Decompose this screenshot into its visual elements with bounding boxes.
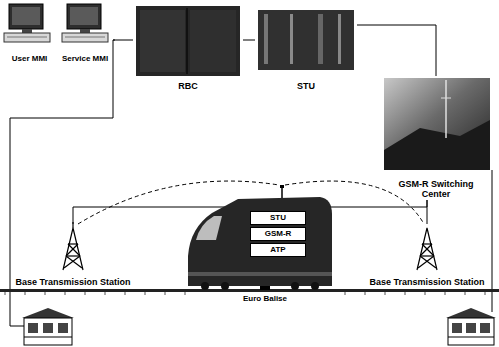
radio-tower: [417, 228, 437, 270]
node-label: ATP: [270, 246, 285, 255]
connector-line: [243, 40, 255, 41]
node-label: Base Transmission Station: [369, 278, 484, 288]
onboard-unit-box: ATP: [250, 243, 306, 257]
switching-center-photo: [384, 78, 490, 170]
connector-line: [357, 25, 436, 76]
computer-icon: [62, 4, 108, 42]
balise: [260, 286, 270, 290]
onboard-unit-box: GSM-R: [250, 227, 306, 241]
computer-node: User MMI: [2, 2, 57, 64]
radio-tower: [63, 222, 83, 270]
train: [188, 185, 332, 290]
switching-center-node: GSM-R Switching Center: [378, 76, 494, 200]
node-label: Base Transmission Station: [15, 278, 130, 288]
node-label: Service MMI: [62, 55, 108, 64]
computer-node: Service MMI: [57, 2, 113, 64]
base-station-node: Base Transmission Station: [362, 224, 492, 288]
node-label: User MMI: [12, 55, 48, 64]
rbc-cabinet: [136, 6, 240, 76]
base-station-node: Base Transmission Station: [8, 224, 138, 288]
onboard-unit-box: STU: [250, 211, 306, 225]
computer-icon: [4, 4, 50, 42]
wire: [10, 40, 492, 326]
connector-line: [113, 40, 133, 41]
node-label: STU: [270, 214, 286, 223]
stu-cabinet: [258, 10, 354, 70]
stu-node: STU: [255, 8, 357, 92]
track-label: Euro Balise: [235, 295, 295, 304]
node-label: GSM-R Switching Center: [388, 180, 484, 200]
track: [0, 286, 499, 295]
building: [446, 308, 496, 345]
building: [22, 308, 74, 345]
rbc-node: RBC: [133, 4, 243, 92]
node-label: RBC: [178, 82, 198, 92]
node-label: GSM-R: [265, 230, 292, 239]
node-label: STU: [297, 82, 315, 92]
connector-line: [427, 200, 428, 224]
